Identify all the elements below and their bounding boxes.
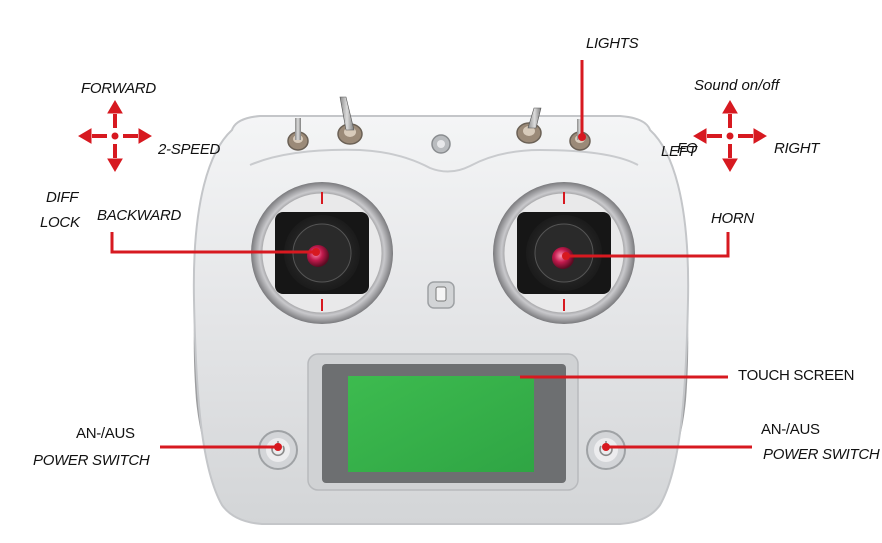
label-power-right-top: AN-/AUS xyxy=(761,421,820,438)
left-direction-cross-icon xyxy=(78,100,152,172)
label-forward: FORWARD xyxy=(81,80,156,97)
label-diff: DIFF xyxy=(46,189,79,206)
lights-leader-dot xyxy=(578,133,586,141)
label-touch-screen: TOUCH SCREEN xyxy=(738,367,855,384)
left-stick-knob[interactable] xyxy=(307,245,329,267)
backward-leader-dot xyxy=(312,248,320,256)
label-backward: BACKWARD xyxy=(97,207,182,224)
label-power-left-top: AN-/AUS xyxy=(76,425,135,442)
left-stick-assembly[interactable] xyxy=(251,182,393,324)
label-sound-on-off: Sound on/off xyxy=(694,77,780,94)
right-direction-cross-icon xyxy=(693,100,767,172)
label-left-overlap: FO xyxy=(677,140,698,157)
toggle-switch-2-speed[interactable] xyxy=(337,96,363,145)
label-lights: LIGHTS xyxy=(586,35,639,52)
power-right-leader-dot xyxy=(602,443,610,451)
top-panel-seam xyxy=(249,148,639,173)
label-lock: LOCK xyxy=(40,214,80,231)
touch-screen[interactable] xyxy=(307,353,579,491)
center-button[interactable] xyxy=(431,134,451,154)
toggle-switch-sound[interactable] xyxy=(516,107,542,144)
center-mode-switch[interactable] xyxy=(427,281,455,309)
label-power-left-bottom: POWER SWITCH xyxy=(33,452,150,469)
label-right: RIGHT xyxy=(774,140,820,157)
label-horn: HORN xyxy=(711,210,754,227)
toggle-switch-diff-lock[interactable] xyxy=(287,118,309,151)
horn-leader-dot xyxy=(562,252,570,260)
horn-leader-line xyxy=(566,232,730,258)
label-power-right-bottom: POWER SWITCH xyxy=(763,446,880,463)
power-left-leader-dot xyxy=(274,443,282,451)
label-2-speed: 2-SPEED xyxy=(158,141,221,158)
label-left: LEFT xyxy=(661,143,697,160)
backward-leader-line xyxy=(110,232,316,254)
